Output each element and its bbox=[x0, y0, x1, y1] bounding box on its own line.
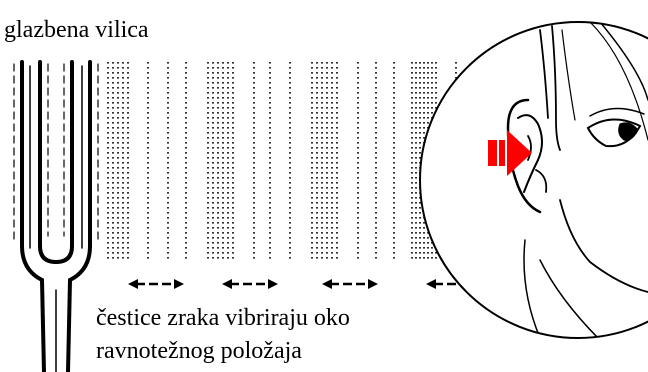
oscillation-arrows bbox=[128, 279, 482, 289]
double-arrow-icon bbox=[222, 279, 278, 289]
sound-arrow-icon bbox=[488, 130, 532, 176]
eye-icon bbox=[586, 107, 645, 148]
tuning-fork-label: glazbena vilica bbox=[4, 17, 149, 43]
head-inset bbox=[419, 21, 648, 339]
caption-line-1: čestice zraka vibriraju oko bbox=[96, 305, 350, 331]
caption-line-2: ravnotežnog položaja bbox=[96, 338, 302, 364]
air-particle-field bbox=[107, 62, 457, 262]
tuning-fork-icon bbox=[13, 60, 99, 372]
double-arrow-icon bbox=[128, 279, 184, 289]
double-arrow-icon bbox=[322, 279, 378, 289]
